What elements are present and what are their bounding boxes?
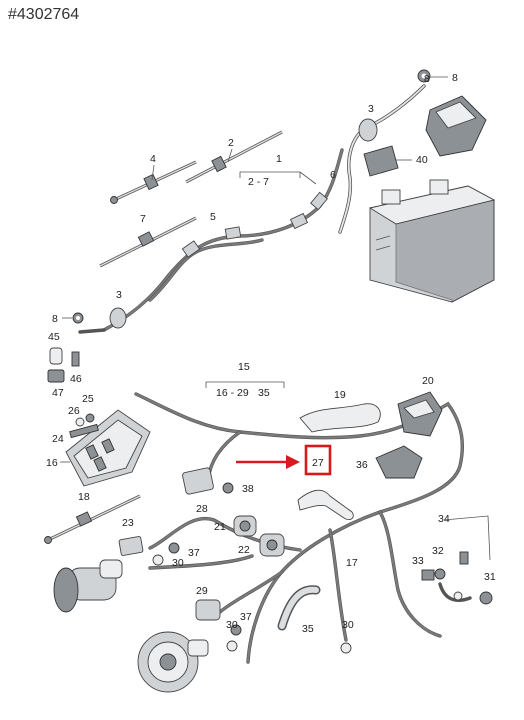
callout-8-left: 8 xyxy=(52,313,58,325)
alternator xyxy=(137,631,209,693)
callout-37-bottom: 37 xyxy=(240,611,252,623)
fuse-box-16 xyxy=(65,409,151,487)
callout-30-bottom: 30 xyxy=(226,619,238,631)
callout-35: 35 xyxy=(302,623,314,635)
connector-23 xyxy=(118,536,144,556)
relay-21 xyxy=(233,515,257,537)
callout-33: 33 xyxy=(412,555,424,567)
cable-tie-2 xyxy=(185,130,283,184)
callout-29: 29 xyxy=(196,585,208,597)
callout-15-range: 16 - 29 xyxy=(216,387,249,399)
callout-30-right: 30 xyxy=(342,619,354,631)
nut-47 xyxy=(47,369,65,383)
connector-28 xyxy=(182,467,214,495)
callout-3-left: 3 xyxy=(116,289,122,301)
connector-36 xyxy=(375,445,423,479)
grommet-45 xyxy=(49,347,63,365)
callout-1-range: 2 - 7 xyxy=(248,176,269,188)
callout-28: 28 xyxy=(196,503,208,515)
callout-47: 47 xyxy=(52,387,64,399)
callout-4: 4 xyxy=(150,153,156,165)
bracket-27 xyxy=(297,489,354,521)
callout-16: 16 xyxy=(46,457,58,469)
relay-22 xyxy=(259,533,285,557)
connector-20 xyxy=(397,391,443,437)
callout-3-top: 3 xyxy=(368,103,374,115)
cable-tie-7 xyxy=(99,216,197,268)
callout-1: 1 xyxy=(276,153,282,165)
callout-34: 34 xyxy=(438,513,450,525)
callout-6: 6 xyxy=(330,169,336,181)
nut-8-left xyxy=(72,312,84,324)
callout-37-left: 37 xyxy=(188,547,200,559)
callout-5: 5 xyxy=(210,211,216,223)
fuse-box-top xyxy=(425,95,487,157)
callout-23: 23 xyxy=(122,517,134,529)
battery xyxy=(368,179,496,303)
callout-19: 19 xyxy=(334,389,346,401)
callout-2: 2 xyxy=(228,137,234,149)
highlight-27[interactable]: 27 xyxy=(304,444,332,476)
callout-25: 25 xyxy=(82,393,94,405)
connector-29 xyxy=(195,599,221,621)
callout-18: 18 xyxy=(78,491,90,503)
callout-15-extra: 35 xyxy=(258,387,270,399)
cable-tie-4 xyxy=(110,160,197,204)
arrow-icon xyxy=(236,455,300,469)
callout-26: 26 xyxy=(68,405,80,417)
hose-35 xyxy=(277,585,321,631)
hardware-37-30 xyxy=(152,542,352,654)
callout-22: 22 xyxy=(238,544,250,556)
hardware-31-34 xyxy=(421,515,493,605)
callout-24: 24 xyxy=(52,433,64,445)
callout-38: 38 xyxy=(242,483,254,495)
callout-46: 46 xyxy=(70,373,82,385)
callout-30-left: 30 xyxy=(172,557,184,569)
callout-8-top-label: 8 xyxy=(452,72,458,84)
callout-8-top: 8 xyxy=(424,73,430,85)
diagram-id: #4302764 xyxy=(8,6,80,23)
callout-27: 27 xyxy=(312,457,324,469)
callout-7: 7 xyxy=(140,213,146,225)
starter-motor xyxy=(53,559,123,613)
cable-tie-18 xyxy=(44,494,141,544)
bolt-38 xyxy=(222,482,234,494)
callout-21: 21 xyxy=(214,521,226,533)
callout-32: 32 xyxy=(432,545,444,557)
callout-17: 17 xyxy=(346,557,358,569)
callout-31: 31 xyxy=(484,571,496,583)
fuse-holder-40 xyxy=(363,145,399,177)
bolt-46 xyxy=(71,351,80,367)
cover-19 xyxy=(299,403,381,433)
callout-20: 20 xyxy=(422,375,434,387)
callout-40: 40 xyxy=(416,154,428,166)
callout-15: 15 xyxy=(238,361,250,373)
callout-36: 36 xyxy=(356,459,368,471)
parts-24-26 xyxy=(69,413,99,439)
callout-45: 45 xyxy=(48,331,60,343)
